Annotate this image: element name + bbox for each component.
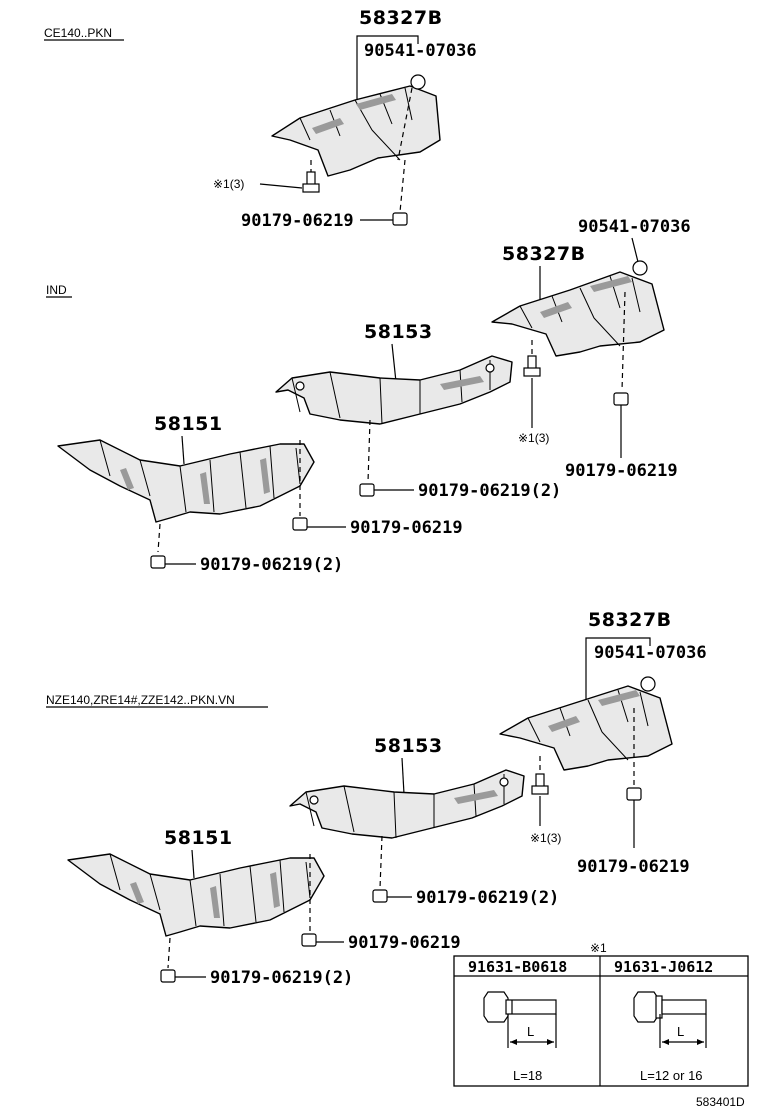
heat-insulator-58327b[interactable]	[499, 685, 673, 771]
nut-90179[interactable]	[301, 933, 317, 947]
dashed-leader	[367, 419, 371, 483]
bolt-91631[interactable]	[302, 171, 320, 193]
bolt-length-col1: L=18	[513, 1068, 542, 1083]
flange-nut-90541[interactable]	[410, 74, 426, 90]
leader-line	[631, 237, 639, 263]
leader-bracket	[585, 637, 651, 714]
bolt-part-number-col2[interactable]: 91631-J0612	[614, 958, 713, 976]
heat-insulator-58153[interactable]	[275, 355, 513, 425]
part-number-90179-06219-2[interactable]: 90179-06219(2)	[200, 555, 343, 575]
bolt-reference-table: ※1 91631-B0618 91631-J0612 L L=18 L	[453, 941, 749, 1087]
nut-90179[interactable]	[292, 517, 308, 531]
part-number-58151[interactable]: 58151	[164, 827, 233, 849]
nut-90179[interactable]	[626, 787, 642, 801]
part-number-90179-06219[interactable]: 90179-06219	[577, 857, 690, 877]
dimension-label-col2: L	[677, 1024, 684, 1039]
nut-90179[interactable]	[392, 212, 408, 226]
part-number-90541-07036[interactable]: 90541-07036	[578, 217, 691, 237]
section-ind: IND 90541-07036 58327B 90179-06219 ※1(3)	[46, 217, 691, 575]
flange-nut-90541[interactable]	[632, 260, 648, 276]
heat-insulator-58153[interactable]	[289, 769, 525, 839]
dashed-leader	[621, 291, 626, 391]
bolt-part-number-col1[interactable]: 91631-B0618	[468, 958, 567, 976]
leader-line	[259, 183, 303, 189]
dashed-leader	[157, 523, 161, 553]
leader-line	[191, 849, 195, 879]
part-number-58153[interactable]: 58153	[374, 735, 443, 757]
heat-insulator-58327b[interactable]	[491, 271, 665, 357]
nut-90179[interactable]	[372, 889, 388, 903]
bolt-illustration-b0618	[483, 991, 557, 1048]
part-number-58153[interactable]: 58153	[364, 321, 433, 343]
part-number-58151[interactable]: 58151	[154, 413, 223, 435]
leader-line	[181, 435, 185, 465]
nut-90179[interactable]	[160, 969, 176, 983]
part-number-90179-06219-2[interactable]: 90179-06219(2)	[418, 481, 561, 501]
leader-line	[391, 343, 397, 383]
section-nze140: NZE140,ZRE14#,ZZE142..PKN.VN 58327B 9054…	[46, 609, 707, 988]
bolt-note: ※1(3)	[530, 831, 561, 845]
nut-90179[interactable]	[359, 483, 375, 497]
illustration-code: 583401D	[696, 1095, 745, 1109]
part-number-90179-06219[interactable]: 90179-06219	[348, 933, 461, 953]
leader-bracket	[356, 35, 419, 101]
heat-insulator-58151[interactable]	[67, 853, 325, 937]
part-number-90541-07036[interactable]: 90541-07036	[364, 41, 477, 61]
bolt-note: ※1(3)	[518, 431, 549, 445]
part-number-90541-07036[interactable]: 90541-07036	[594, 643, 707, 663]
bolt-length-col2: L=12 or 16	[640, 1068, 703, 1083]
part-number-90179-06219-2[interactable]: 90179-06219(2)	[210, 968, 353, 988]
part-number-90179-06219-2[interactable]: 90179-06219(2)	[416, 888, 559, 908]
flange-nut-90541[interactable]	[640, 676, 656, 692]
table-marker: ※1	[590, 941, 607, 955]
nut-90179[interactable]	[150, 555, 166, 569]
part-number-90179-06219[interactable]: 90179-06219	[241, 211, 354, 231]
part-number-58327b[interactable]: 58327B	[502, 243, 586, 265]
region-label-nze140: NZE140,ZRE14#,ZZE142..PKN.VN	[46, 693, 235, 707]
bolt-note: ※1(3)	[213, 177, 244, 191]
nut-90179[interactable]	[613, 392, 629, 406]
region-label-ce140: CE140..PKN	[44, 26, 112, 40]
part-number-90179-06219[interactable]: 90179-06219	[565, 461, 678, 481]
dashed-leader	[167, 937, 171, 969]
part-number-58327b[interactable]: 58327B	[359, 7, 443, 29]
dashed-leader	[397, 87, 413, 161]
bolt-91631[interactable]	[523, 355, 541, 377]
part-number-90179-06219[interactable]: 90179-06219	[350, 518, 463, 538]
dashed-leader	[379, 835, 383, 889]
bolt-illustration-j0612	[633, 991, 707, 1048]
dashed-leader	[399, 159, 406, 213]
heat-insulator-58151[interactable]	[57, 439, 315, 523]
part-number-58327b[interactable]: 58327B	[588, 609, 672, 631]
heat-insulator-58327b[interactable]	[271, 85, 441, 177]
dimension-label-col1: L	[527, 1024, 534, 1039]
region-label-ind: IND	[46, 283, 67, 297]
bolt-91631[interactable]	[531, 773, 549, 795]
leader-line	[401, 757, 405, 795]
section-ce140: CE140..PKN 58327B 90541-07036 ※1(3) 90	[44, 7, 477, 231]
